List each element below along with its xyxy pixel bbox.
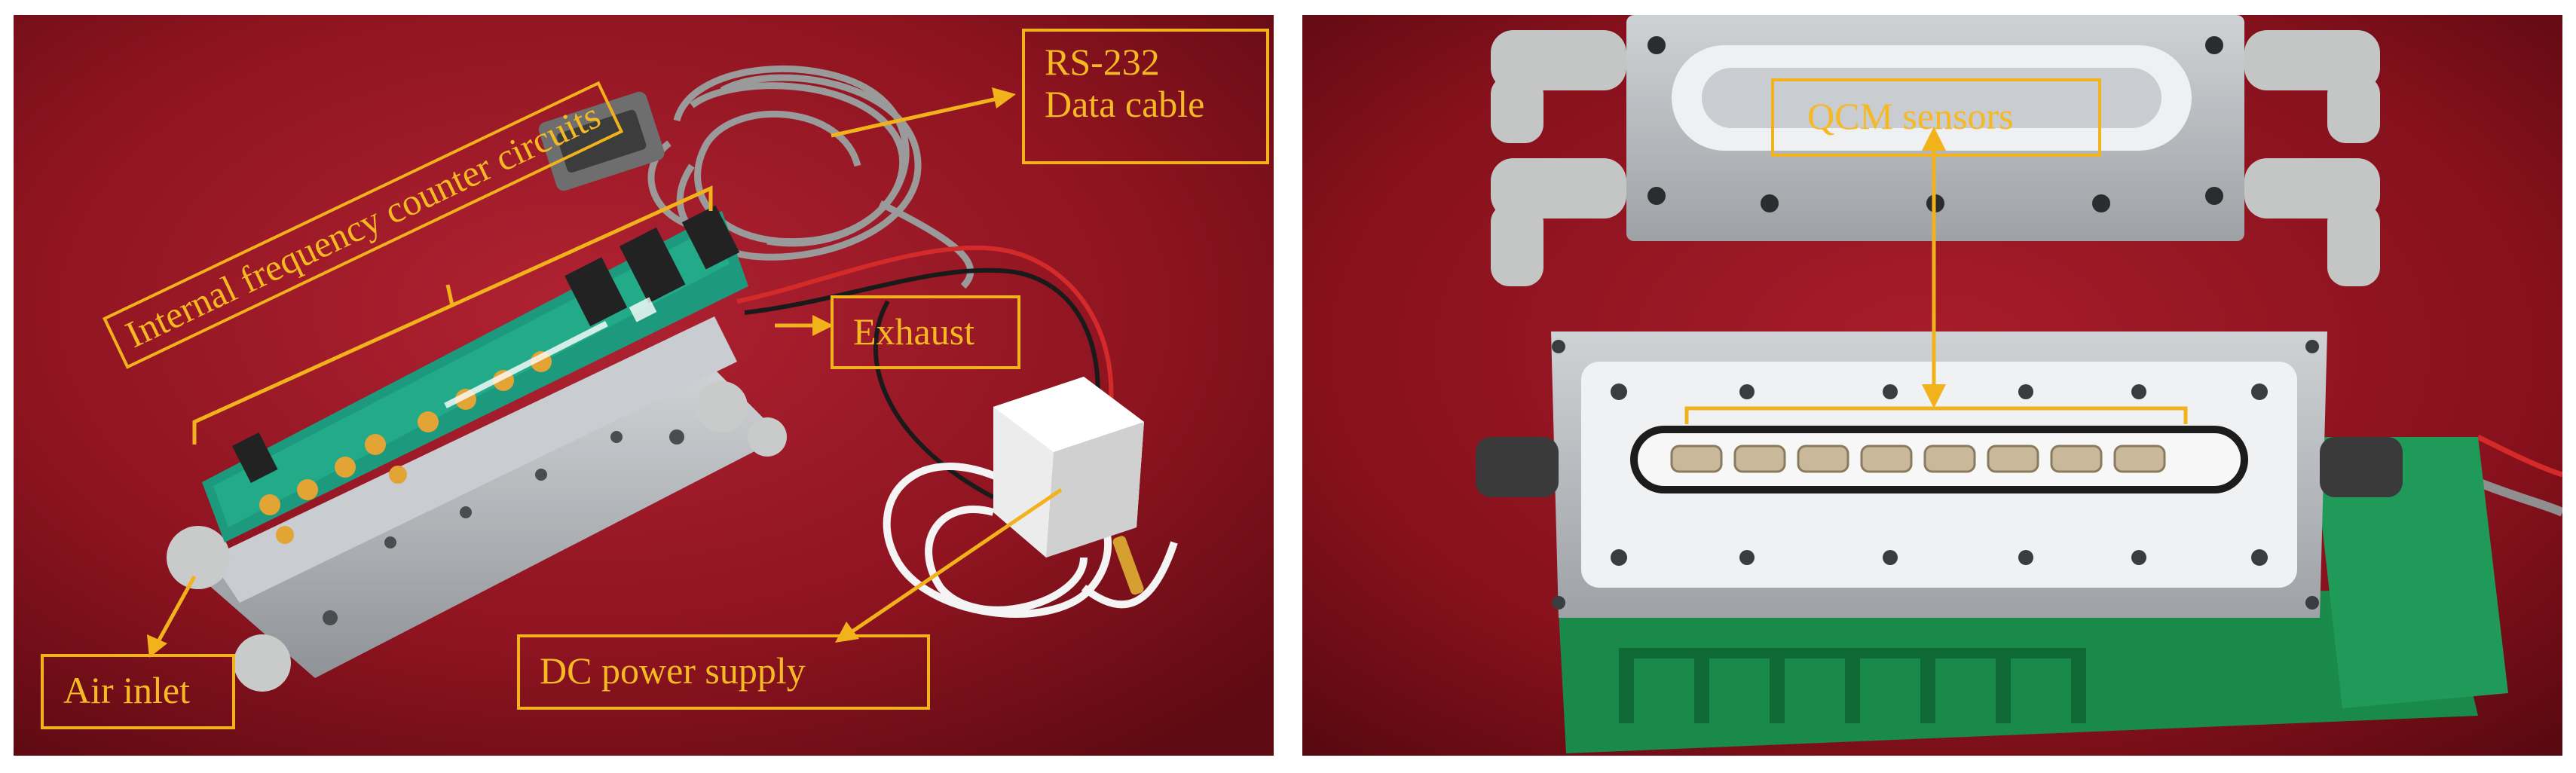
db9-connector bbox=[538, 91, 665, 191]
lid bbox=[1491, 15, 2380, 286]
annotation-lines bbox=[1684, 139, 2188, 424]
pcb-board bbox=[1559, 588, 2478, 753]
right-photo: QCM sensors bbox=[1302, 15, 2562, 756]
annotation-arrowheads bbox=[1922, 127, 1946, 408]
left-photo-drawing bbox=[14, 15, 1274, 756]
label-rs232-data-cable: RS-232 Data cable bbox=[1022, 29, 1269, 164]
label-data-cable: Data cable bbox=[1045, 83, 1205, 125]
annotation-lines bbox=[154, 96, 1063, 646]
label-dc-power-supply: DC power supply bbox=[517, 634, 930, 710]
right-photo-drawing bbox=[1302, 15, 2562, 756]
left-photo: Internal frequency counter circuits RS-2… bbox=[14, 15, 1274, 756]
label-exhaust: Exhaust bbox=[831, 295, 1020, 369]
label-qcm-sensors: QCM sensors bbox=[1771, 78, 2101, 157]
sensor-base bbox=[1476, 332, 2403, 618]
label-rs232: RS-232 bbox=[1045, 41, 1160, 83]
annotation-arrowheads bbox=[147, 87, 1016, 658]
label-air-inlet: Air inlet bbox=[41, 654, 235, 729]
sensor-device bbox=[167, 205, 787, 692]
